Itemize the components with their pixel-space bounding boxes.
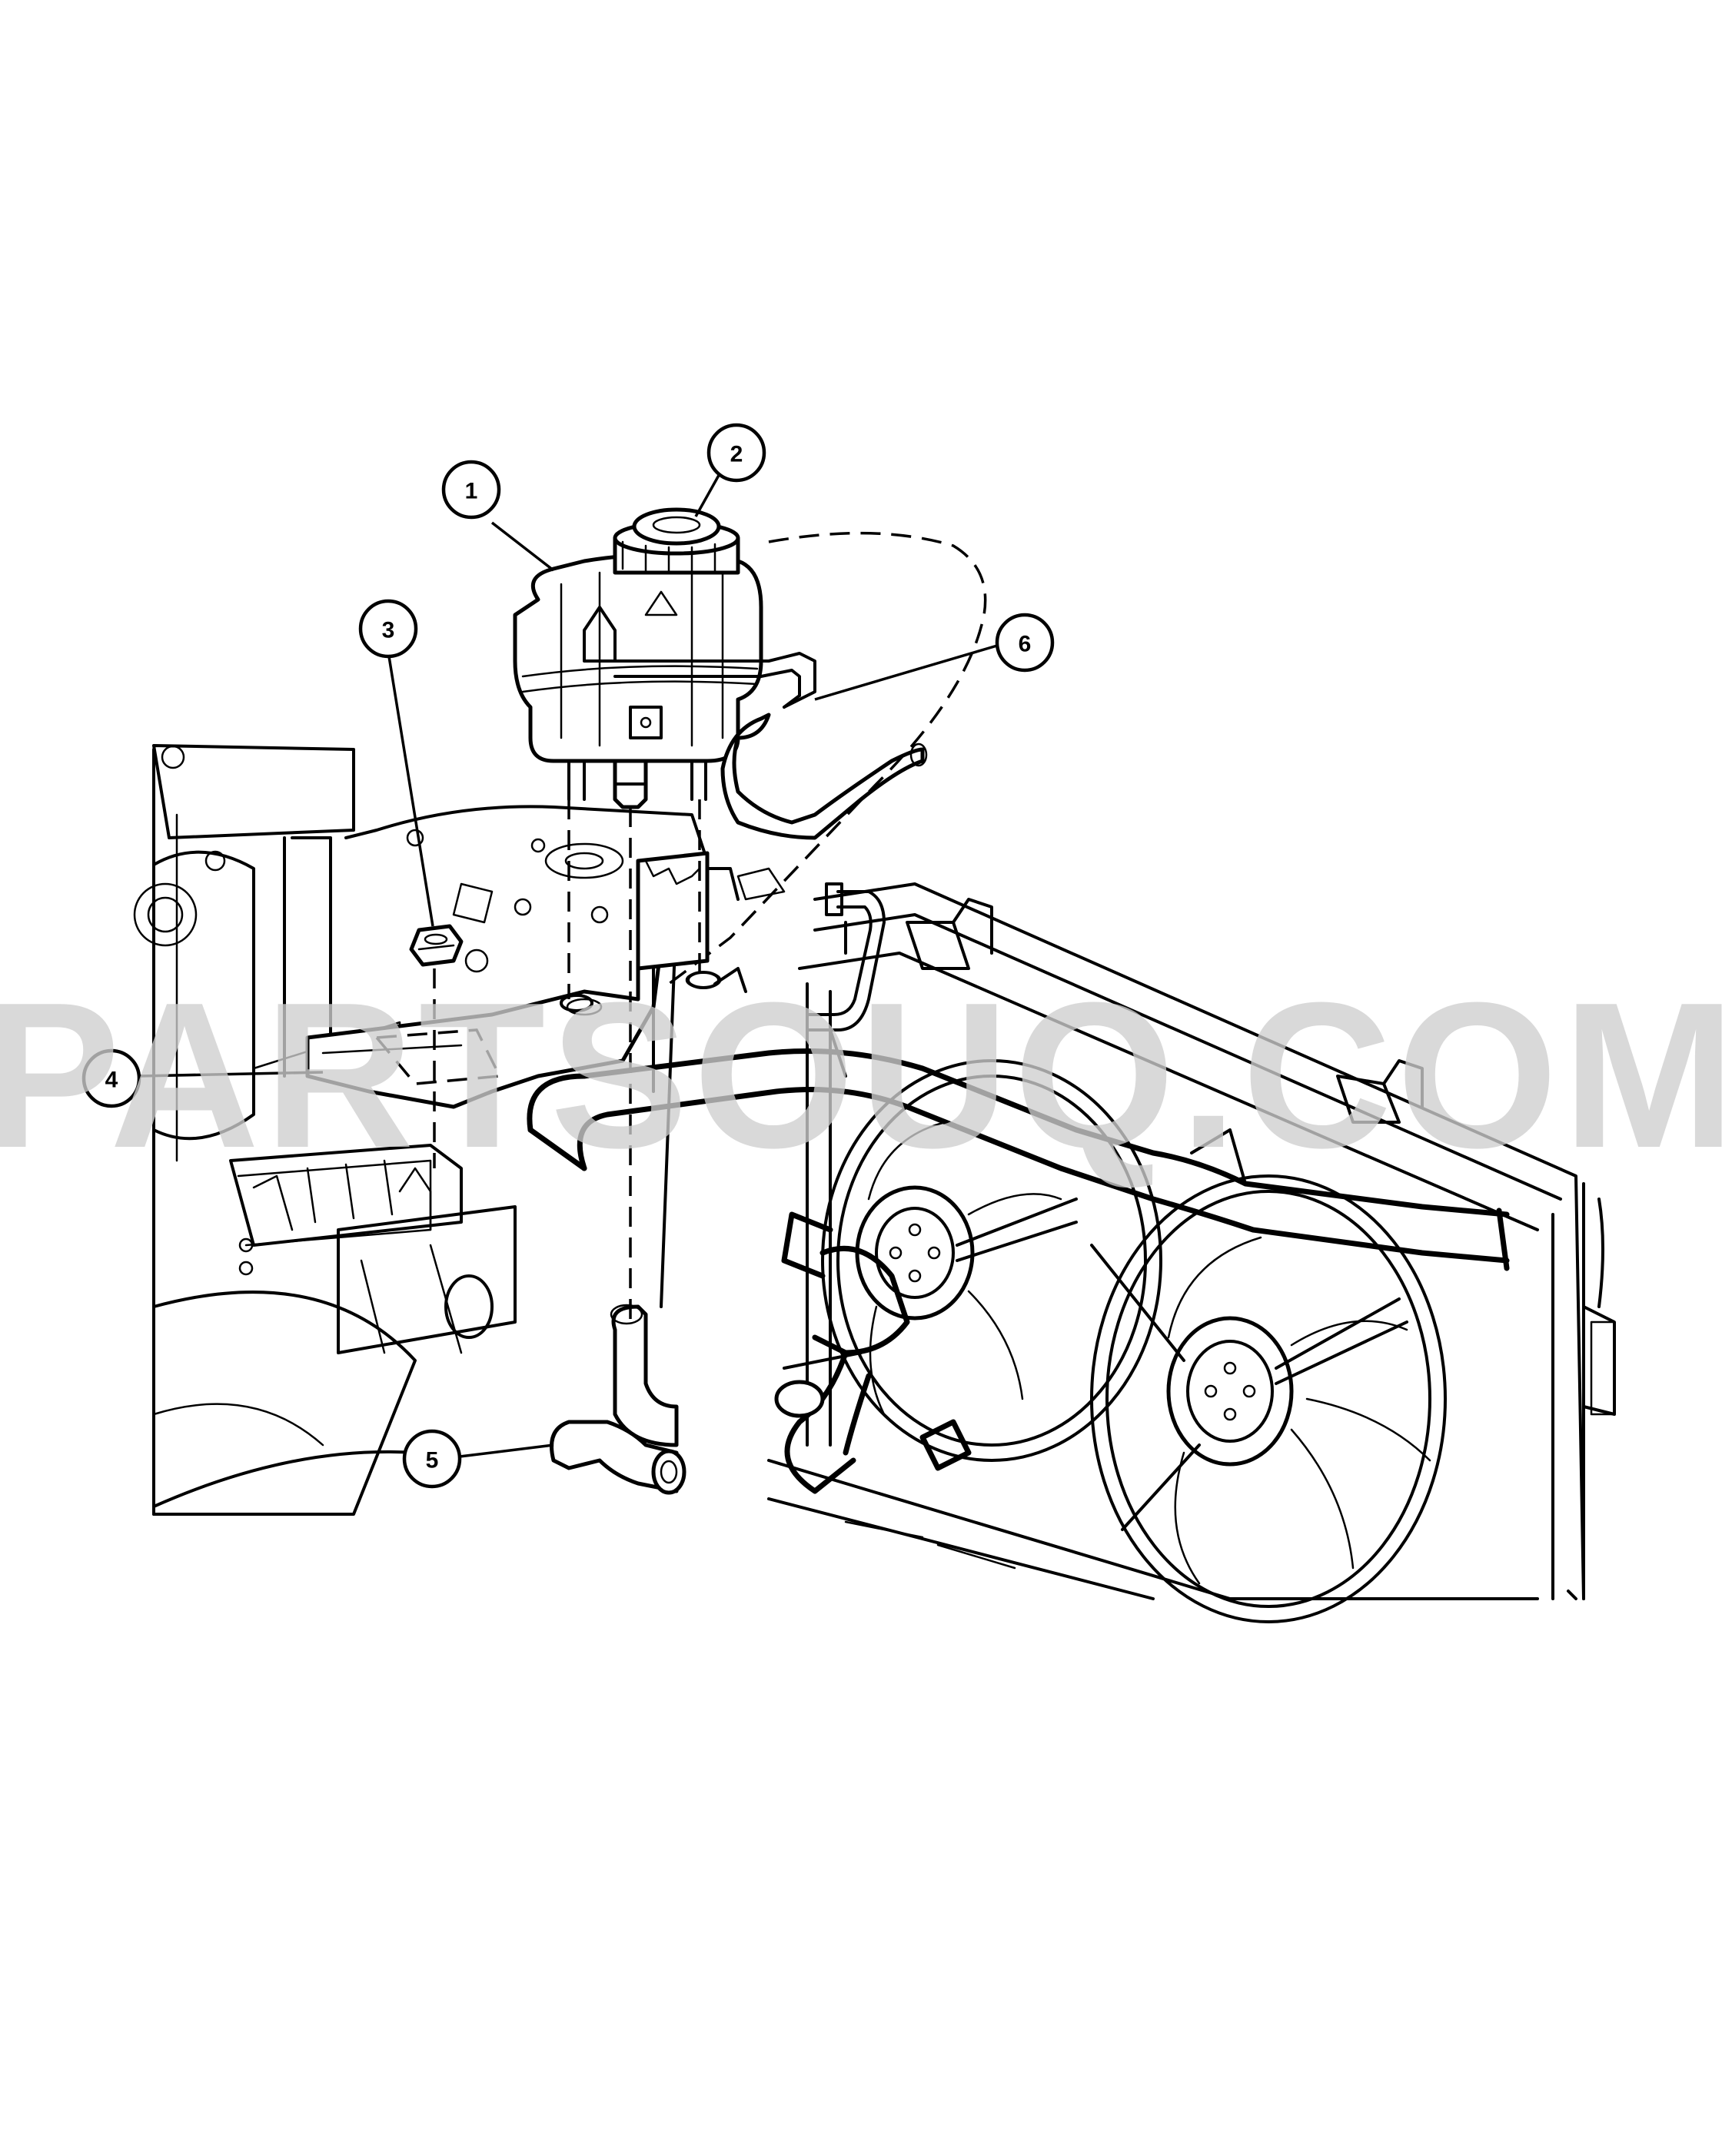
- strut-tower: [344, 805, 709, 1308]
- mounting-bracket: [305, 943, 722, 1109]
- engine-bay-structure: [133, 744, 417, 1516]
- callout-3-label: 3: [382, 618, 395, 643]
- upper-radiator-hose: [527, 1028, 1510, 1271]
- coolant-reservoir: [513, 553, 763, 809]
- callout-3: 3: [358, 599, 418, 659]
- hose-routing-outline: [667, 531, 987, 985]
- callout-4: 4: [81, 1048, 141, 1108]
- lower-hoses: [774, 1211, 972, 1494]
- cooling-fan-left: [821, 1059, 1162, 1462]
- callout-2-label: 2: [730, 442, 743, 467]
- callout-2: 2: [706, 423, 766, 483]
- callout-5: 5: [402, 1429, 462, 1489]
- mount-studs: [560, 971, 720, 1012]
- relay-box: [229, 1144, 517, 1354]
- alignment-lines: [433, 799, 701, 1322]
- lower-hose: [550, 1304, 686, 1495]
- callout-1: 1: [441, 460, 501, 520]
- cooling-fan-right: [1090, 1174, 1447, 1623]
- callout-4-label: 4: [105, 1068, 118, 1093]
- callout-1-label: 1: [465, 479, 478, 504]
- overflow-hose: [613, 652, 928, 840]
- callout-6: 6: [995, 613, 1055, 673]
- callout-6-label: 6: [1019, 632, 1032, 657]
- pressure-cap: [613, 507, 740, 575]
- leader-lines: [138, 470, 998, 1458]
- vent-tube: [806, 882, 886, 1031]
- reservoir-bracket: [636, 851, 786, 993]
- callout-5-label: 5: [426, 1448, 439, 1473]
- hex-nut: [409, 924, 464, 967]
